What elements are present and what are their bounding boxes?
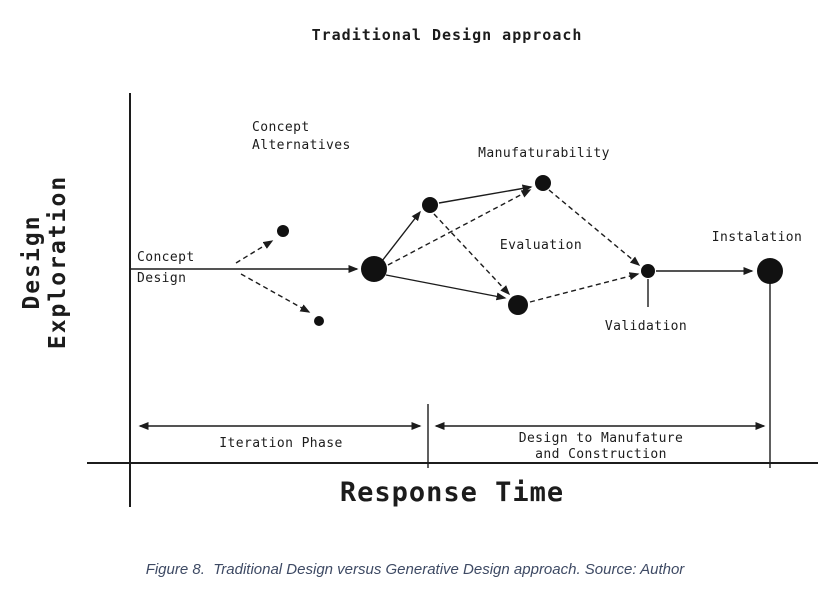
instalation-label: Instalation	[712, 230, 803, 245]
node-concept-alternative-lower	[314, 316, 324, 326]
evaluation-label: Evaluation	[500, 238, 582, 253]
node-validation	[641, 264, 655, 278]
y-axis-label: Design Exploration	[19, 175, 71, 349]
design-to-manufacture-label-line1: Design to Manufature	[519, 431, 684, 446]
iteration-phase-label: Iteration Phase	[219, 436, 342, 451]
arrow-merge-to-evaluation	[385, 274, 507, 301]
concept-alternatives-label-line2: Alternatives	[252, 138, 351, 153]
concept-alternatives-label: Concept Alternatives	[252, 120, 351, 153]
concept-design-label: Concept Design	[137, 250, 195, 286]
design-to-manufacture-label: Design to Manufature and Construction	[519, 431, 684, 462]
y-axis-label-line1: Design	[19, 214, 45, 309]
arrow-merge-to-manufacturability	[387, 189, 532, 266]
arrow-to-alternative-upper	[235, 240, 274, 264]
concept-design-label-line1: Concept	[137, 250, 195, 265]
concept-design-label-line2: Design	[137, 271, 186, 286]
diagram-title: Traditional Design approach	[312, 26, 583, 44]
node-concept-design-merge	[361, 256, 387, 282]
arrow-intermediate-to-evaluation	[433, 213, 511, 296]
manufacturability-label: Manufaturability	[478, 146, 610, 161]
arrow-to-alternative-lower	[240, 273, 311, 313]
node-intermediate	[422, 197, 438, 213]
arrow-manufacturability-to-validation	[548, 189, 641, 266]
figure-caption: Figure 8. Traditional Design versus Gene…	[145, 561, 685, 578]
node-evaluation	[508, 295, 528, 315]
validation-label: Validation	[605, 319, 687, 334]
concept-alternatives-label-line1: Concept	[252, 120, 310, 135]
node-manufacturability	[535, 175, 551, 191]
node-concept-alternative-upper	[277, 225, 289, 237]
node-instalation	[757, 258, 783, 284]
traditional-design-diagram: Traditional Design approach Design Explo…	[19, 26, 818, 508]
arrow-intermediate-to-manufacturability	[438, 184, 533, 204]
design-to-manufacture-label-line2: and Construction	[535, 447, 667, 462]
y-axis-label-line2: Exploration	[45, 175, 71, 349]
x-axis-label: Response Time	[340, 477, 564, 508]
arrow-evaluation-to-validation	[529, 272, 640, 303]
arrow-merge-to-intermediate	[381, 210, 421, 262]
